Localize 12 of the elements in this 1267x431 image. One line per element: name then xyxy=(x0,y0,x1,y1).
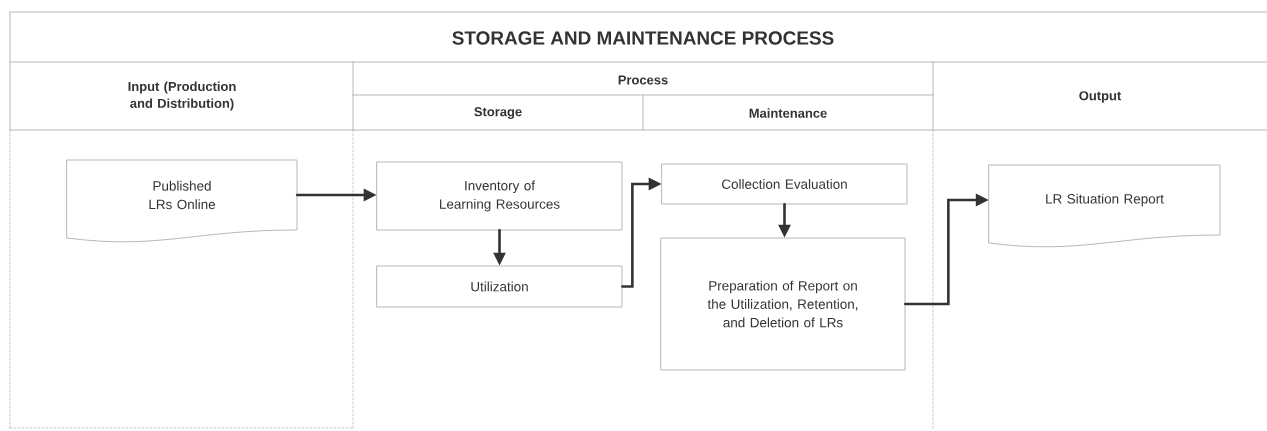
process-box: Collection Evaluation xyxy=(661,163,908,205)
document-box: LR Situation Report xyxy=(988,164,1221,248)
document-box: Published LRs Online xyxy=(66,159,298,243)
process-box: Utilization xyxy=(376,265,623,308)
title: STORAGE AND MAINTENANCE PROCESS xyxy=(452,31,834,45)
column-header: Input (Production and Distribution) xyxy=(128,81,236,111)
process-box: Inventory of Learning Resources xyxy=(376,161,623,231)
column-header: Maintenance xyxy=(749,108,827,118)
column-header: Output xyxy=(1079,91,1122,103)
process-box: Preparation of Report on the Utilization, Retention, and Deletion of LRs xyxy=(660,237,906,371)
column-header: Storage xyxy=(474,107,522,119)
column-header: Process xyxy=(618,75,668,85)
